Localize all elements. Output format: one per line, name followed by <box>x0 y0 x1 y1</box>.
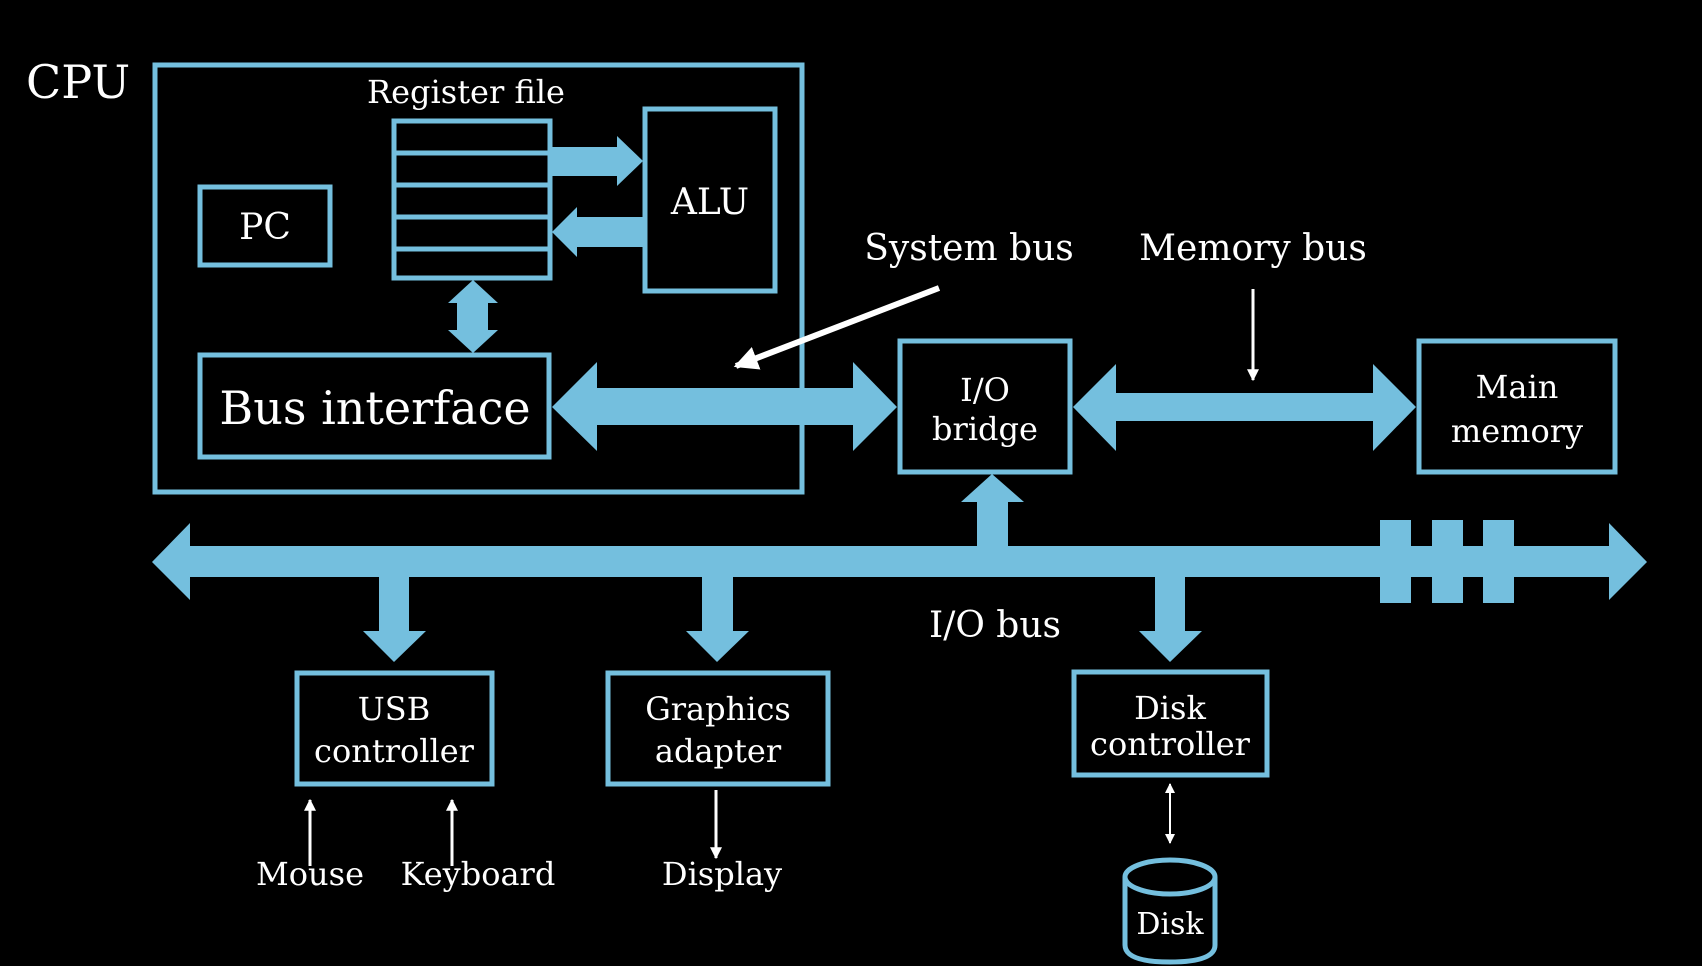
disk-controller-line1: Disk <box>1134 689 1206 727</box>
display-label: Display <box>662 855 782 893</box>
main-memory-line2: memory <box>1451 412 1583 450</box>
io-bus-to-bridge-arrow <box>961 474 1024 546</box>
io-bridge-line2: bridge <box>932 410 1038 448</box>
system-bus-label: System bus <box>864 228 1074 269</box>
graphics-adapter-line1: Graphics <box>645 690 791 728</box>
io-bridge-box <box>897 338 1073 475</box>
pc-label: PC <box>239 207 291 248</box>
memory-bus-arrow <box>1073 364 1416 451</box>
bus-interface-box <box>197 352 552 460</box>
pc-box <box>197 184 333 268</box>
usb-controller-line2: controller <box>314 732 475 770</box>
io-bus-label: I/O bus <box>929 605 1061 646</box>
main-memory-box <box>1416 338 1618 475</box>
regfile-to-alu-arrow <box>552 136 643 186</box>
regfile-bus-interface-arrow <box>448 280 498 353</box>
io-bus-to-graphics-arrow <box>686 577 749 662</box>
bus-interface-label: Bus interface <box>219 381 530 435</box>
io-bus-to-usb-arrow <box>363 577 426 662</box>
disk-icon <box>1122 857 1218 965</box>
disk-controller-box <box>1071 669 1270 778</box>
usb-controller-box <box>294 670 495 787</box>
keyboard-label: Keyboard <box>401 855 556 893</box>
io-bus-expansion-slot <box>1432 520 1463 603</box>
memory-bus-label: Memory bus <box>1139 228 1367 269</box>
alu-label: ALU <box>670 182 749 223</box>
io-bus-to-disk-arrow <box>1139 577 1202 662</box>
io-bridge-line1: I/O <box>960 371 1010 409</box>
system-bus-arrow <box>552 362 897 451</box>
cpu-label: CPU <box>26 55 130 109</box>
disk-label: Disk <box>1136 907 1204 942</box>
register-file <box>391 118 553 281</box>
system-bus-pointer-icon <box>733 285 941 370</box>
alu-box <box>642 106 778 294</box>
graphics-adapter-box <box>605 670 831 787</box>
io-bus-expansion-slot <box>1380 520 1411 603</box>
usb-controller-line1: USB <box>358 690 430 728</box>
alu-to-regfile-arrow <box>552 207 643 257</box>
mouse-label: Mouse <box>256 855 364 893</box>
graphics-adapter-line2: adapter <box>655 732 782 770</box>
io-bus <box>152 520 1647 603</box>
io-bus-expansion-slot <box>1483 520 1514 603</box>
register-file-label: Register file <box>367 73 565 111</box>
main-memory-line1: Main <box>1476 368 1559 406</box>
disk-controller-line2: controller <box>1090 725 1251 763</box>
